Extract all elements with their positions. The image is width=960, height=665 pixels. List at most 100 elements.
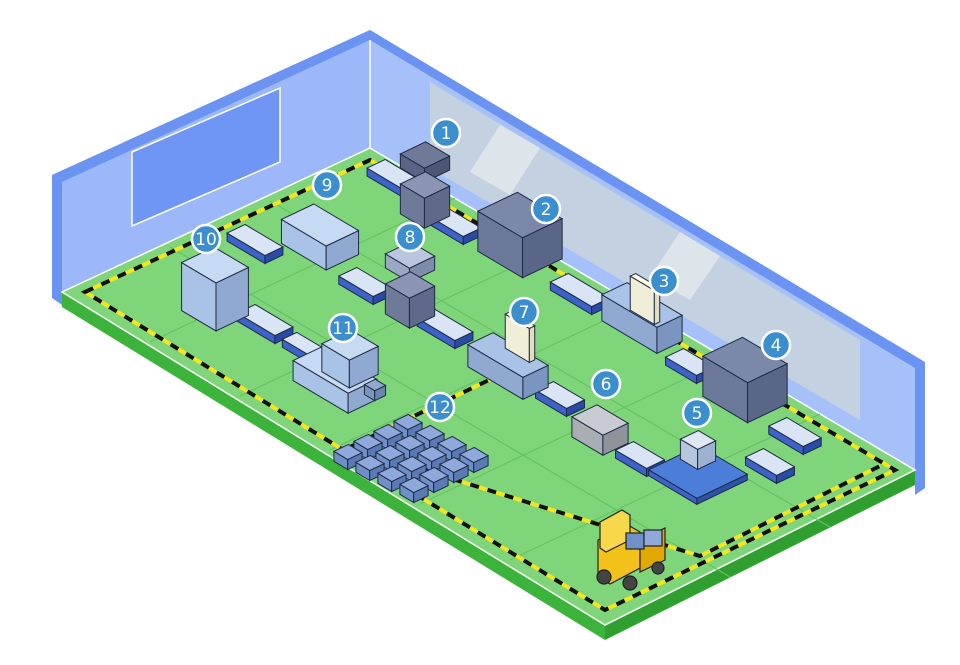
- station-marker-4: 4: [760, 329, 792, 361]
- pallet-box-top: [394, 434, 426, 452]
- pallet-box: [352, 433, 384, 461]
- marker-circle: [327, 312, 359, 344]
- machine-11-package: [363, 378, 387, 402]
- pallet-box-top: [332, 443, 364, 461]
- pallet-box-top: [354, 454, 386, 472]
- pallet-box-top: [458, 446, 490, 464]
- machine-8-head-top: [384, 241, 436, 269]
- walls: [52, 30, 925, 495]
- conveyor: [767, 416, 823, 456]
- pallet-box-top: [438, 456, 470, 474]
- floor-front-edge-left: [62, 292, 605, 640]
- machine-1-frame: [399, 171, 451, 230]
- machine-1-head-top: [399, 141, 451, 169]
- pallet-box: [396, 455, 428, 483]
- forklift-wheel: [596, 569, 612, 585]
- machine-10-press-top: [180, 246, 250, 284]
- machine-8-frame: [384, 271, 436, 330]
- conveyor-top: [744, 447, 796, 477]
- pallet-box-top: [352, 433, 384, 451]
- machine-1-frame-top: [399, 171, 451, 199]
- marker-label: 8: [405, 228, 416, 248]
- marker-circle: [394, 221, 426, 253]
- pallet-box-top: [396, 455, 428, 473]
- marker-circle: [681, 397, 713, 429]
- pallet-box: [392, 413, 424, 441]
- station-marker-2: 2: [530, 193, 562, 225]
- machine-8-frame-top: [384, 271, 436, 299]
- pallet-box: [374, 444, 406, 472]
- machine-9-gantry-top: [280, 203, 360, 247]
- station-marker-9: 9: [311, 169, 343, 201]
- marker-label: 9: [322, 176, 333, 196]
- machine-9-gantry: [280, 203, 360, 271]
- marker-label: 6: [601, 375, 612, 395]
- left-wall-end-edge: [52, 175, 62, 305]
- machine-5-turntable-top: [647, 445, 749, 499]
- marker-circle: [508, 296, 540, 328]
- marker-circle: [190, 223, 222, 255]
- station-marker-8: 8: [394, 221, 426, 253]
- pallet-box-top: [376, 465, 408, 483]
- forklift-wheel: [622, 575, 638, 591]
- pallet-box: [458, 446, 490, 474]
- forklift-wheel: [651, 561, 665, 575]
- marker-circle: [590, 368, 622, 400]
- station-marker-11: 11: [327, 312, 359, 344]
- machine-4-cabinet: [701, 336, 789, 424]
- conveyor-top: [549, 272, 611, 308]
- conveyor-top: [767, 416, 823, 448]
- left-wall-window: [131, 86, 281, 228]
- conveyor: [226, 223, 284, 265]
- pallet-box-top: [436, 435, 468, 453]
- pallet-box-top: [414, 424, 446, 442]
- marker-label: 11: [332, 319, 354, 339]
- pallet-box: [376, 465, 408, 493]
- marker-label: 3: [659, 272, 670, 292]
- machine-7-line: [466, 332, 550, 401]
- machine-5-turntable: [647, 445, 749, 506]
- machine-6-unit: [570, 404, 630, 457]
- station-marker-3: 3: [648, 265, 680, 297]
- marker-label: 7: [519, 303, 530, 323]
- machine-6-unit-top: [570, 404, 630, 436]
- machine-10-press: [180, 246, 250, 332]
- pallet-box-top: [392, 413, 424, 431]
- machine-11-package-top: [363, 378, 387, 392]
- machine-5-hub-top: [679, 430, 717, 450]
- pallet-box-top: [374, 444, 406, 462]
- conveyor-top: [226, 223, 284, 257]
- floor-front-edge-right: [605, 470, 915, 640]
- left-wall-top-edge: [52, 30, 370, 182]
- marker-label: 12: [429, 398, 451, 418]
- marker-label: 5: [692, 404, 703, 424]
- marker-circle: [311, 169, 343, 201]
- marker-label: 2: [541, 200, 552, 220]
- marker-circle: [430, 117, 462, 149]
- pallet-box: [354, 454, 386, 482]
- station-marker-5: 5: [681, 397, 713, 429]
- right-wall-glass: [430, 82, 860, 420]
- marker-circle: [760, 329, 792, 361]
- machine-11-body: [320, 329, 380, 389]
- marker-circle: [530, 193, 562, 225]
- machine-7-panel-side: [528, 325, 536, 364]
- machine-2-cabinet: [476, 191, 564, 279]
- marker-circle: [648, 265, 680, 297]
- pallet-box: [436, 435, 468, 463]
- pallet-box-top: [398, 476, 430, 494]
- pallet-box-top: [372, 423, 404, 441]
- conveyor: [744, 447, 796, 485]
- conveyor-top: [614, 440, 666, 470]
- glass-reflection: [470, 125, 540, 195]
- conveyor: [534, 380, 586, 418]
- machine-5-hub: [679, 430, 717, 471]
- station-marker-1: 1: [430, 117, 462, 149]
- right-wall-top-edge: [370, 30, 925, 368]
- station-marker-6: 6: [590, 368, 622, 400]
- pallet-box-top: [416, 445, 448, 463]
- marker-label: 10: [195, 230, 217, 250]
- right-wall-end-edge: [915, 362, 925, 495]
